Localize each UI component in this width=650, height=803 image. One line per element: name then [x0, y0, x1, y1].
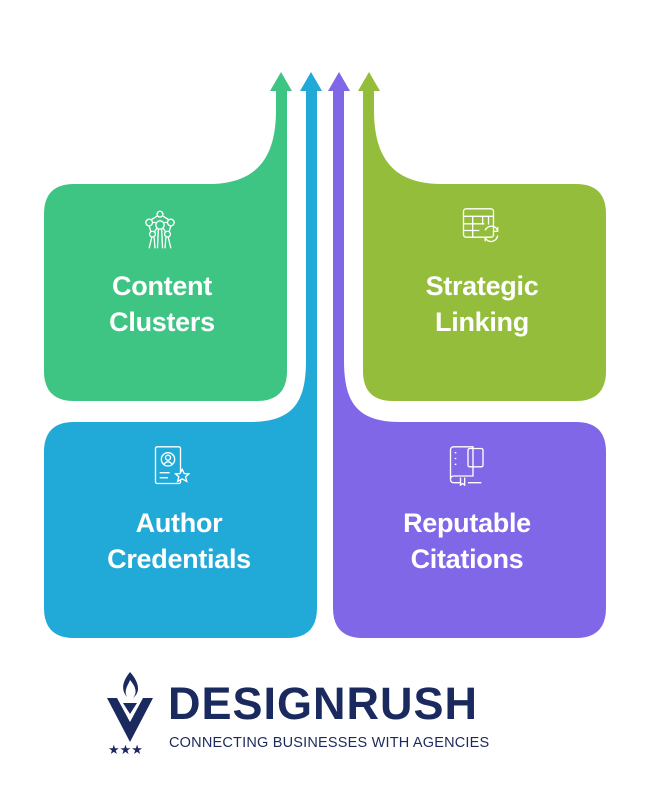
logo-wordmark: DESIGNRUSH [168, 678, 479, 729]
table-refresh-icon [462, 208, 499, 243]
card-title-line2: Credentials [107, 544, 251, 574]
card-title-line2: Clusters [109, 307, 215, 337]
network-icon [145, 210, 175, 249]
card-title-line1: Content [112, 271, 212, 301]
card-strategic-linking: Strategic Linking [362, 268, 602, 340]
card-reputable-citations: Reputable Citations [347, 505, 587, 577]
svg-text:★★★: ★★★ [108, 743, 143, 756]
designrush-logo-icon: ★★★ [107, 672, 153, 756]
card-author-credentials: Author Credentials [59, 505, 299, 577]
card-title-line1: Strategic [425, 271, 539, 301]
purple-card-arrow [328, 72, 606, 638]
certificate-icon [154, 446, 191, 485]
card-title-line1: Author [135, 508, 223, 538]
blue-card-arrow [44, 72, 322, 638]
book-icon [449, 446, 484, 486]
card-title-line2: Linking [435, 307, 529, 337]
card-content-clusters: Content Clusters [42, 268, 282, 340]
card-title-line1: Reputable [403, 508, 531, 538]
logo-tagline: CONNECTING BUSINESSES WITH AGENCIES [169, 735, 490, 751]
card-title-line2: Citations [410, 544, 524, 574]
